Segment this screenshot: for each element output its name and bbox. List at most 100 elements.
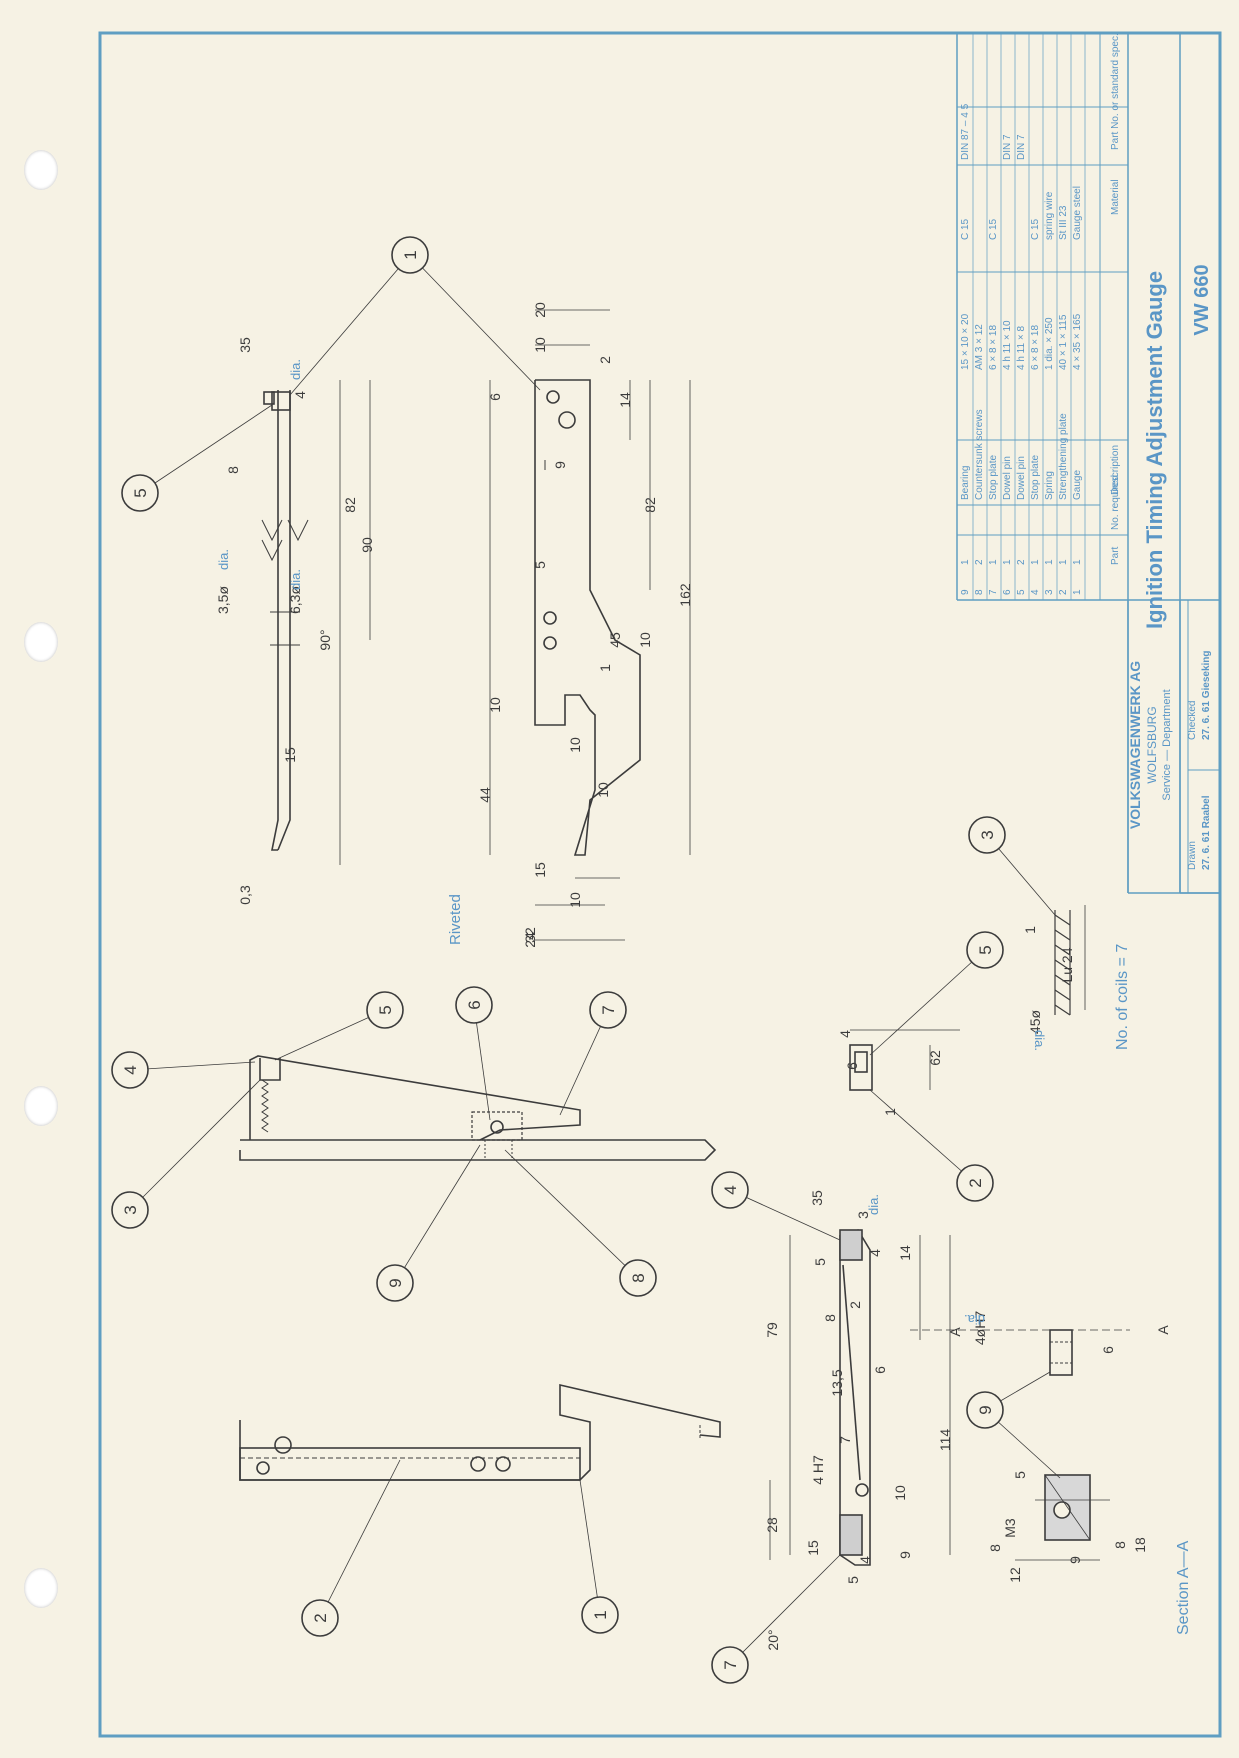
svg-text:Drawn: Drawn <box>1187 841 1198 870</box>
parts-cell: spring wire <box>1044 191 1055 240</box>
parts-cell: Gauge <box>1072 470 1083 500</box>
svg-text:VOLKSWAGENWERK AG: VOLKSWAGENWERK AG <box>1127 661 1143 829</box>
dimension-side_view: 6 <box>487 393 503 401</box>
svg-text:9: 9 <box>976 1405 995 1414</box>
svg-text:5: 5 <box>376 1005 395 1014</box>
parts-cell: 4 × 35 × 165 <box>1072 313 1083 370</box>
svg-text:dia.: dia. <box>1032 1030 1047 1051</box>
dimension-section: 5 <box>1012 1471 1028 1479</box>
dimension-pin: 4 <box>837 1030 853 1038</box>
parts-cell: DIN 87 – 4 5 <box>960 103 971 160</box>
svg-text:dia.: dia. <box>866 1194 881 1215</box>
dimension-pin: 62 <box>927 1050 943 1066</box>
svg-text:Part No. or standard spec.: Part No. or standard spec. <box>1110 33 1121 150</box>
header-part-no: Part No. or standard spec. <box>1110 33 1121 150</box>
parts-cell: 2 <box>1058 589 1069 595</box>
svg-text:3: 3 <box>121 1205 140 1214</box>
header-material: Material <box>1110 179 1121 215</box>
svg-text:1: 1 <box>591 1610 610 1619</box>
header-no-required: No. required <box>1110 475 1121 530</box>
svg-text:5: 5 <box>976 945 995 954</box>
dimension-section: 18 <box>1132 1537 1148 1553</box>
dimension-side_view: 14 <box>617 392 633 408</box>
dimension-side_view: 24 <box>522 932 538 948</box>
dimension-plate2: 3 <box>855 1211 871 1219</box>
dimension-pin: 1 <box>882 1108 898 1116</box>
dimension-plate2: 79 <box>764 1322 780 1338</box>
dimension-side_view: 10 <box>487 697 503 713</box>
dimension-bearing: A <box>1155 1325 1171 1335</box>
svg-text:Checked: Checked <box>1187 701 1198 740</box>
dimension-bearing: 4øH7 <box>972 1311 988 1345</box>
dimension-side_view: 44 <box>477 787 493 803</box>
dia-note: dia. <box>216 549 231 570</box>
balloon-2: 2 <box>956 1164 994 1202</box>
parts-cell: 5 <box>1016 589 1027 595</box>
svg-text:WOLFSBURG: WOLFSBURG <box>1145 706 1159 783</box>
parts-cell: Stop plate <box>1030 455 1041 500</box>
dimension-side_view: 2 <box>597 356 613 364</box>
binder-hole <box>24 1568 58 1608</box>
dimension-plate2: 28 <box>764 1517 780 1533</box>
header-part: Part <box>1110 546 1121 565</box>
dimension-plate2: 6 <box>872 1366 888 1374</box>
svg-text:5: 5 <box>131 488 150 497</box>
svg-text:2: 2 <box>311 1613 330 1622</box>
dimension-side_view: 82 <box>642 497 658 513</box>
parts-cell: Gauge steel <box>1072 186 1083 240</box>
parts-cell: AM 3 × 12 <box>974 324 985 370</box>
parts-cell: 1 <box>960 559 971 565</box>
parts-cell: 4 h 11 × 10 <box>1002 320 1013 370</box>
balloon-9: 9 <box>376 1264 414 1302</box>
dia-note: dia. <box>964 1312 985 1327</box>
balloon-3: 3 <box>968 816 1006 854</box>
parts-cell: C 15 <box>960 218 971 240</box>
dimension-lines <box>339 309 1130 1561</box>
balloon-6: 6 <box>455 986 493 1024</box>
balloon-7: 7 <box>589 991 627 1029</box>
dimension-spring: 45ø <box>1027 1009 1043 1034</box>
company-block: VOLKSWAGENWERK AG WOLFSBURG Service — De… <box>1127 661 1173 829</box>
dimension-side_view: 9 <box>552 461 568 469</box>
dimension-plate2: 35 <box>809 1190 825 1206</box>
balloon-1: 1 <box>581 1596 619 1634</box>
parts-cell: 6 × 8 × 18 <box>1030 325 1041 370</box>
balloon-9: 9 <box>966 1391 1004 1429</box>
dia-note: dia. <box>1032 1030 1047 1051</box>
parts-cell: 1 <box>1072 559 1083 565</box>
drawing-title: Ignition Timing Adjustment Gauge <box>1142 271 1167 629</box>
parts-cell: 2 <box>974 559 985 565</box>
dimension-side_view: 10 <box>532 337 548 353</box>
dimension-plate2: 10 <box>892 1485 908 1501</box>
dimension-side_view: 10 <box>595 782 611 798</box>
dimension-side_view: 5 <box>532 561 548 569</box>
dimension-side_view: 10 <box>637 632 653 648</box>
dimension-section: 12 <box>1007 1567 1023 1583</box>
parts-cell: DIN 7 <box>1002 134 1013 160</box>
dimension-side_view: 10 <box>567 737 583 753</box>
binder-hole <box>24 1086 58 1126</box>
dimension-plate2: 5 <box>812 1258 828 1266</box>
svg-text:dia.: dia. <box>288 569 303 590</box>
svg-text:Part: Part <box>1110 546 1121 565</box>
parts-cell: St III 23 <box>1058 205 1069 240</box>
dimension-plate2: 5 <box>845 1576 861 1584</box>
balloon-4: 4 <box>711 1171 749 1209</box>
dia-note: dia. <box>288 359 303 380</box>
leader-lines <box>129 254 1061 1666</box>
parts-cell: Countersunk screws <box>974 409 985 500</box>
parts-cell: 15 × 10 × 20 <box>960 313 971 370</box>
dimension-bearing: A <box>947 1327 963 1337</box>
parts-cell: 2 <box>1016 559 1027 565</box>
dimension-plate2: 14 <box>897 1245 913 1261</box>
coils-note: No. of coils = 7 <box>1114 944 1131 1050</box>
svg-text:VW 660: VW 660 <box>1191 264 1213 335</box>
balloon-2: 2 <box>301 1599 339 1637</box>
svg-text:27. 6. 61 Raabel: 27. 6. 61 Raabel <box>1201 795 1212 870</box>
svg-text:8: 8 <box>629 1273 648 1282</box>
dimension-section: M3 <box>1002 1518 1018 1538</box>
parts-cell: 1 <box>1044 559 1055 565</box>
